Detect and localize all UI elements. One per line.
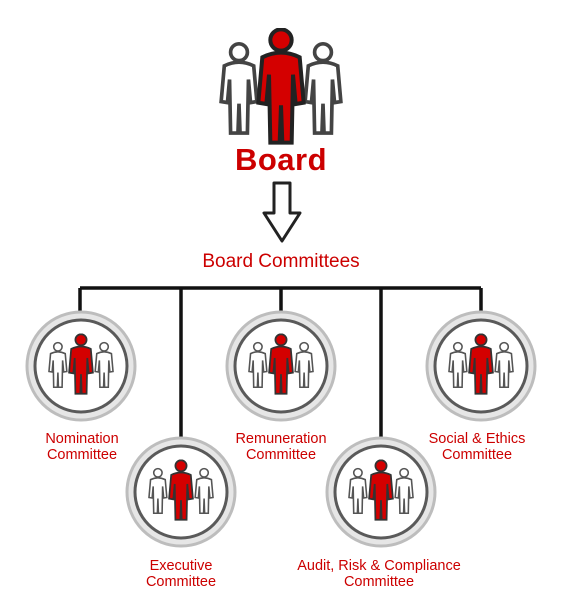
connector-lines [78, 286, 483, 440]
committee-label-line2: Committee [145, 574, 217, 590]
committee-people-icon [149, 460, 213, 520]
committee-people-icon [249, 334, 313, 394]
committee-label-line1: Audit, Risk & Compliance [297, 558, 461, 574]
board-people-icon [219, 29, 343, 142]
committee-label-line2: Committee [441, 447, 513, 463]
committee-label-social-ethics: Social & Ethics Committee [387, 431, 562, 463]
committee-label-line1: Social & Ethics [428, 431, 526, 447]
committee-label-remuneration: Remuneration Committee [191, 431, 371, 463]
board-committees-heading: Board Committees [202, 251, 360, 272]
committee-label-line2: Committee [343, 574, 415, 590]
committee-badge-social-ethics [425, 310, 537, 422]
committee-people-icon [349, 460, 413, 520]
committee-label-line2: Committee [46, 447, 118, 463]
committee-badge-audit [325, 436, 437, 548]
committee-people-icon [49, 334, 113, 394]
committee-badge-remuneration [225, 310, 337, 422]
committee-badge-nomination [25, 310, 137, 422]
committee-label-line1: Executive [149, 558, 213, 574]
board-title: Board [234, 142, 328, 177]
committee-label-line1: Nomination [45, 431, 119, 447]
committee-label-audit: Audit, Risk & Compliance Committee [289, 558, 469, 590]
committee-people-icon [449, 334, 513, 394]
committee-label-line2: Committee [245, 447, 317, 463]
committee-label-executive: Executive Committee [91, 558, 271, 590]
committee-badge-executive [125, 436, 237, 548]
down-arrow-icon [262, 181, 302, 243]
committee-label-nomination: Nomination Committee [0, 431, 172, 463]
committee-label-line1: Remuneration [235, 431, 327, 447]
